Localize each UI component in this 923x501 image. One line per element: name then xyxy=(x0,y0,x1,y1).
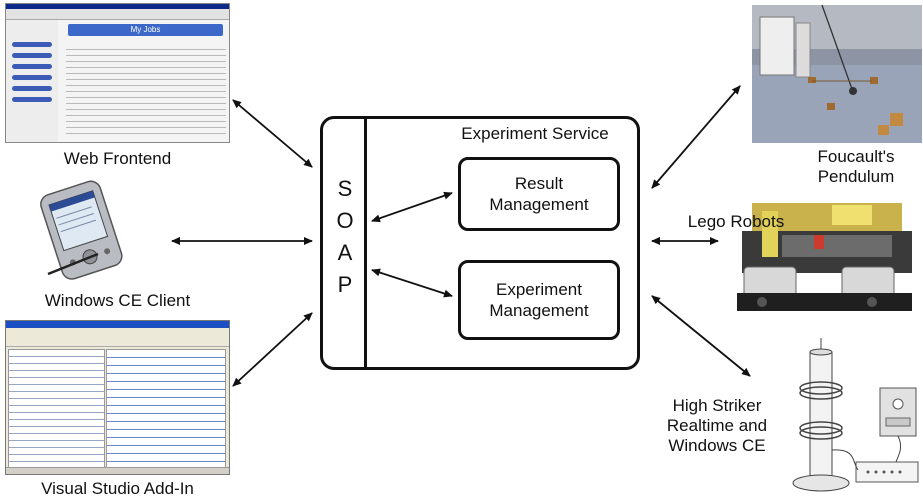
experiment-management-line2: Management xyxy=(489,301,589,320)
experiment-management-box xyxy=(458,260,620,340)
experiment-management-line1: Experiment xyxy=(496,280,582,299)
foucault-label-line1: Foucault's xyxy=(817,147,895,166)
arrow-high-striker xyxy=(651,295,751,377)
lego-robots-label: Lego Robots xyxy=(687,212,785,231)
web-frontend-label: Web Frontend xyxy=(63,149,172,168)
experiment-service-box xyxy=(320,116,640,370)
web-frontend-screenshot: My Jobs xyxy=(5,3,230,143)
foucault-pendulum-label: Foucault's Pendulum xyxy=(790,147,922,187)
experiment-management-label: Experiment Management xyxy=(458,279,620,321)
visual-studio-addin-label: Visual Studio Add-In xyxy=(41,479,194,498)
soap-letter-s: S xyxy=(337,176,353,201)
arrow-web-soap xyxy=(232,99,313,168)
arrow-soap-experiment xyxy=(371,268,453,298)
result-management-box xyxy=(458,157,620,231)
high-striker-drawing xyxy=(786,330,922,498)
foucault-pendulum-photo xyxy=(752,5,922,143)
arrow-vs-soap xyxy=(232,312,313,387)
result-management-line2: Management xyxy=(489,195,589,214)
high-striker-label: High Striker Realtime and Windows CE xyxy=(652,396,782,456)
result-management-label: Result Management xyxy=(458,173,620,215)
soap-letter-p: P xyxy=(337,272,353,297)
soap-divider xyxy=(364,118,367,368)
result-management-line1: Result xyxy=(514,174,564,193)
windows-ce-client-label: Windows CE Client xyxy=(44,291,191,310)
experiment-service-title: Experiment Service xyxy=(461,124,609,143)
web-page-title: My Jobs xyxy=(68,24,223,36)
lego-robot-photo xyxy=(722,193,922,317)
arrow-soap-result xyxy=(371,191,453,223)
foucault-label-line2: Pendulum xyxy=(817,167,895,186)
high-striker-line2: Realtime and xyxy=(666,416,768,435)
windows-ce-device-image xyxy=(40,180,123,280)
visual-studio-screenshot xyxy=(5,320,230,475)
high-striker-line3: Windows CE xyxy=(668,436,766,455)
soap-letter-o: O xyxy=(336,208,354,233)
high-striker-line1: High Striker xyxy=(672,396,762,415)
soap-letter-a: A xyxy=(337,240,353,265)
arrow-foucault xyxy=(651,85,741,189)
